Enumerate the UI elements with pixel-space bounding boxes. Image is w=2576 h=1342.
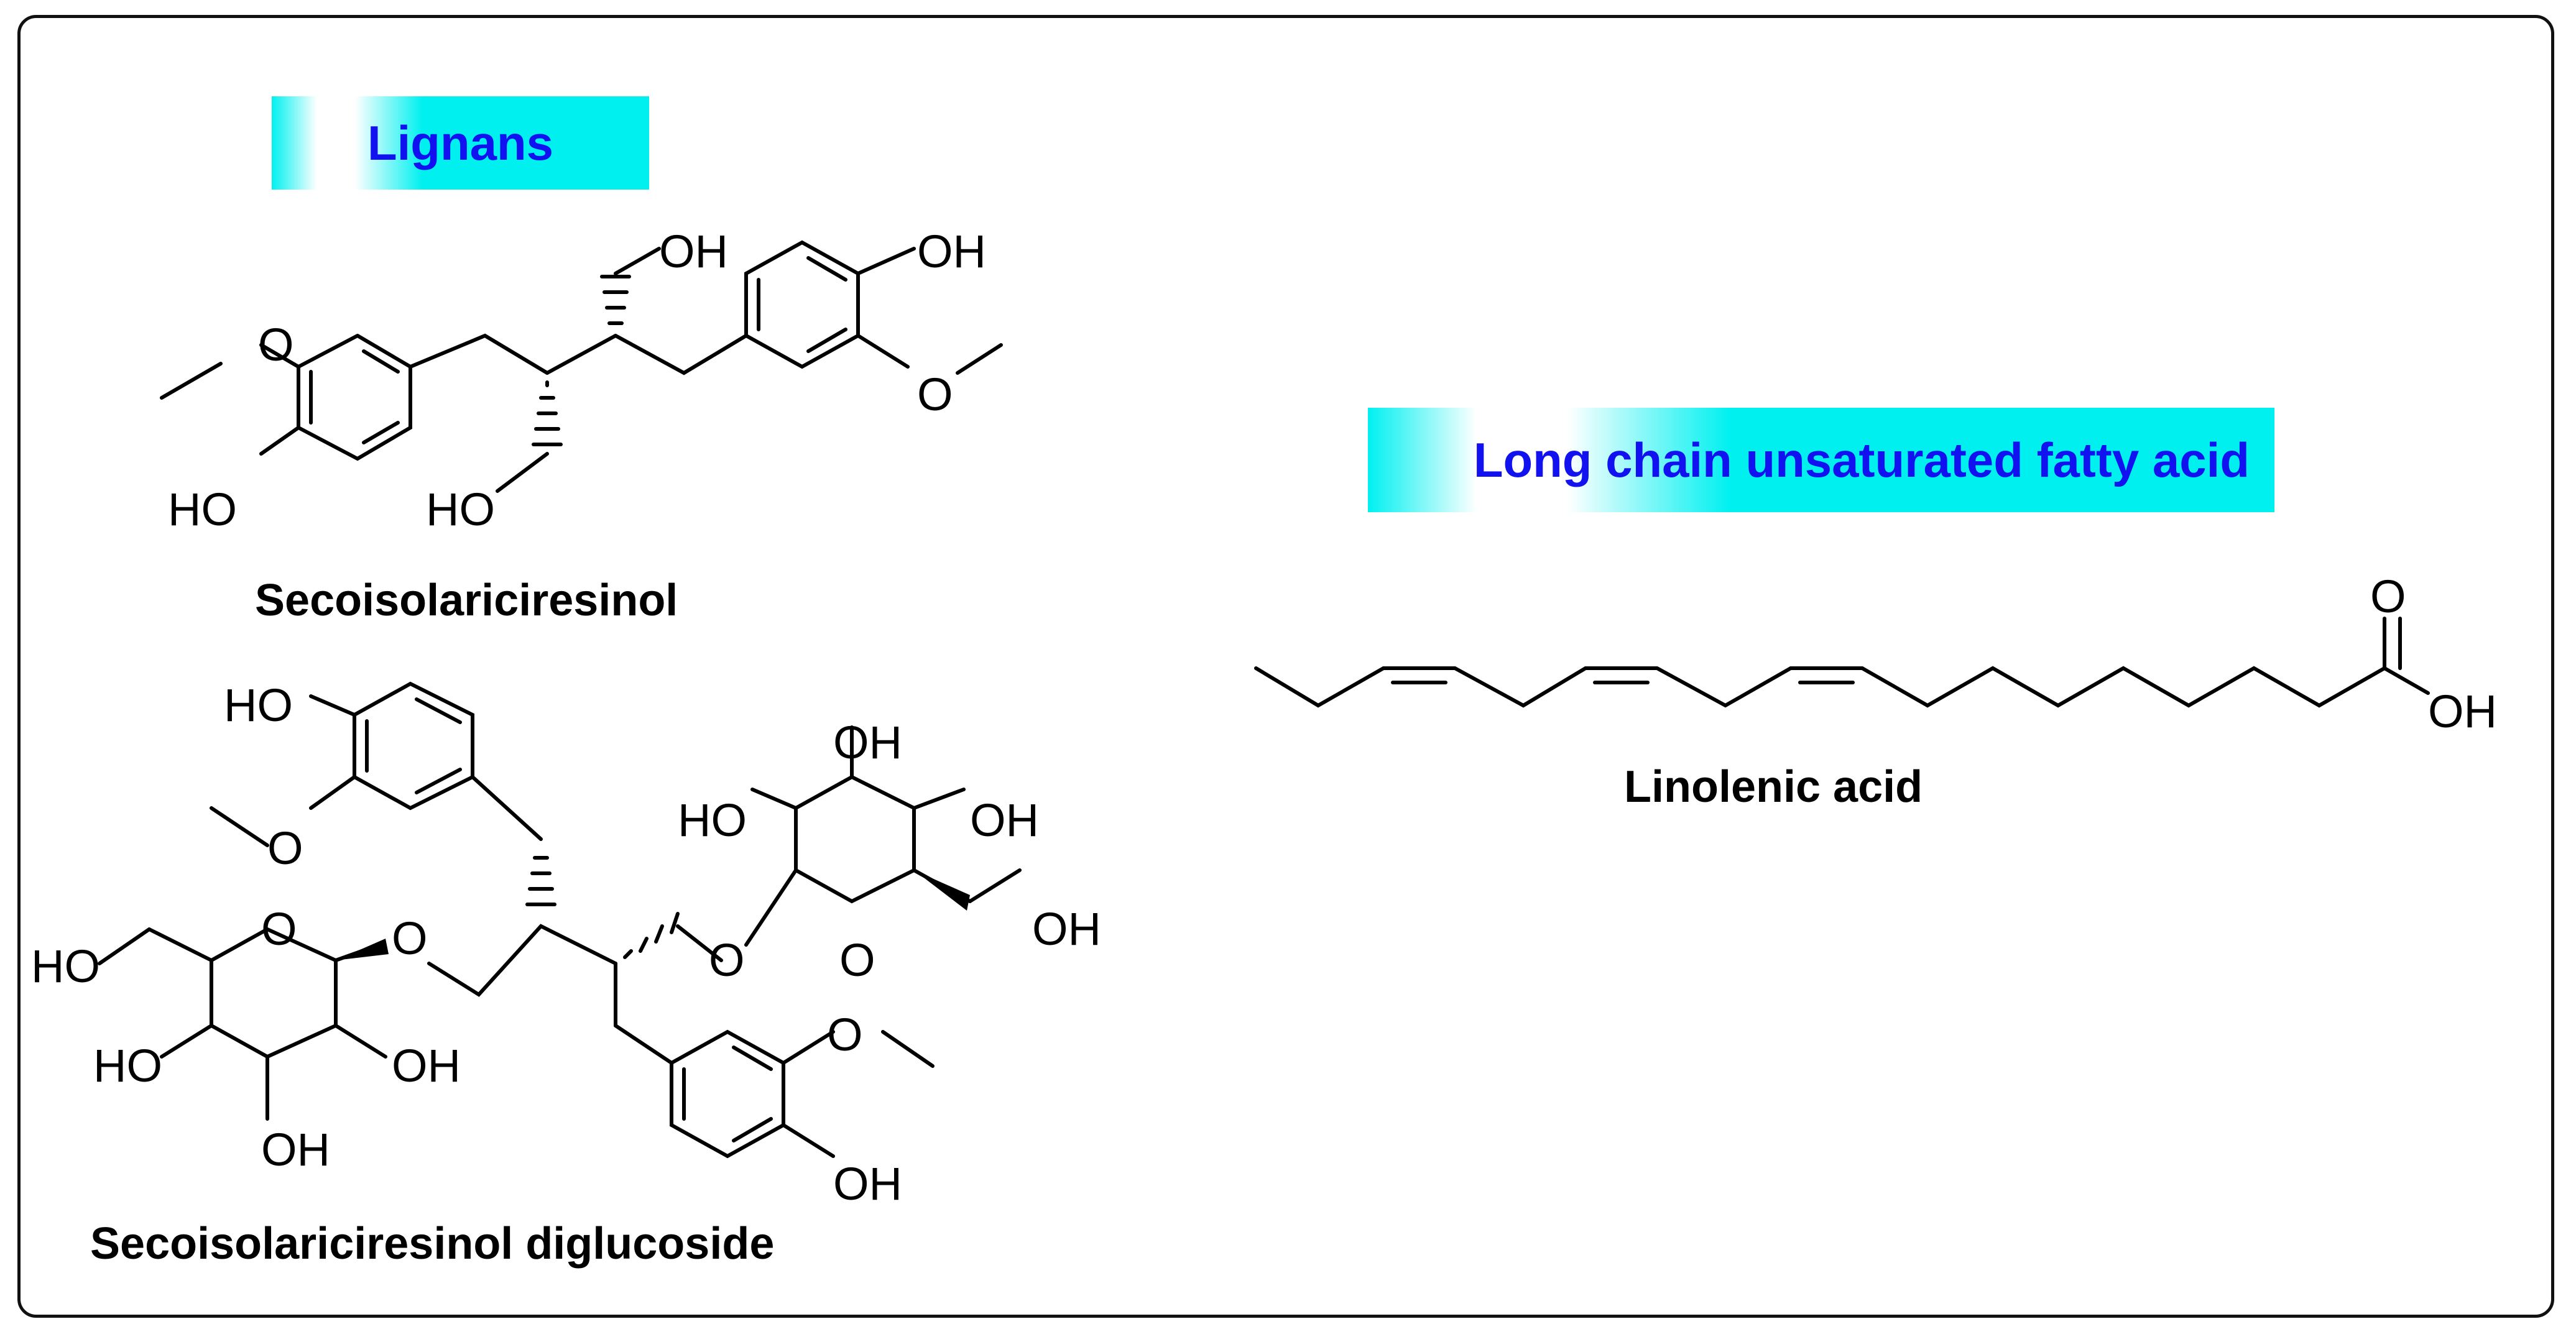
lignans-label-text: Lignans: [367, 115, 553, 170]
seco-oh-chain: OH: [659, 226, 728, 277]
sdg-ho-top: HO: [224, 679, 293, 731]
sdg-methoxy-o-bottom: O: [827, 1009, 863, 1060]
linolenic-oh: OH: [2428, 686, 2497, 737]
linolenic-carbonyl-o: O: [2370, 571, 2406, 622]
sdg-glc1-ho-4: HO: [93, 1040, 162, 1092]
fatty-acid-label-text: Long chain unsaturated fatty acid: [1473, 432, 2250, 487]
sdg-glycosidic-o-2: O: [709, 934, 745, 986]
wedge-2: [914, 870, 970, 911]
sdg-glc1-ho-6: HO: [31, 940, 100, 992]
sdg-glc2-ho-2: HO: [678, 794, 747, 846]
sdg-oh-bottom: OH: [833, 1158, 902, 1210]
linolenic-acid-caption: Linolenic acid: [1624, 762, 1923, 812]
sdg-glc2-oh-4: OH: [970, 794, 1039, 846]
sdg-glc2-oh-3: OH: [833, 717, 902, 768]
sdg-caption: Secoisolariciresinol diglucoside: [90, 1219, 775, 1269]
sdg-glc1-ring-o: O: [261, 903, 297, 955]
sdg-glc2-ring-o: O: [839, 934, 875, 986]
sdg-glc2-oh-6: OH: [1032, 903, 1101, 955]
hash-bond-1: [532, 380, 563, 446]
sdg-glycosidic-o-1: O: [392, 912, 428, 964]
sdg-structure: HO O O O HO HO OH OH O O OH HO OH OH O O…: [31, 679, 1101, 1210]
seco-methoxy-o: O: [258, 319, 294, 370]
seco-ho-chain: HO: [426, 484, 495, 535]
hash-bond-3: [525, 856, 556, 906]
seco-oh-right: OH: [917, 226, 986, 277]
linolenic-acid-structure: O OH: [1254, 571, 2497, 737]
hash-bond-2: [600, 275, 631, 325]
secoisolariciresinol-structure: O HO HO OH OH O: [160, 226, 1003, 535]
lignans-label: Lignans: [272, 96, 649, 190]
wedge-1: [336, 939, 389, 960]
sdg-glc1-oh-2: OH: [392, 1040, 461, 1092]
hash-bond-4: [623, 912, 680, 959]
sdg-methoxy-o-top: O: [267, 822, 303, 874]
sdg-glc1-oh-3: OH: [261, 1124, 330, 1175]
figure-frame: [17, 15, 2554, 1318]
seco-ho-left: HO: [168, 484, 237, 535]
secoisolariciresinol-caption: Secoisolariciresinol: [255, 576, 678, 625]
seco-methoxy-o-right: O: [917, 369, 953, 420]
fatty-acid-label: Long chain unsaturated fatty acid: [1368, 408, 2274, 512]
